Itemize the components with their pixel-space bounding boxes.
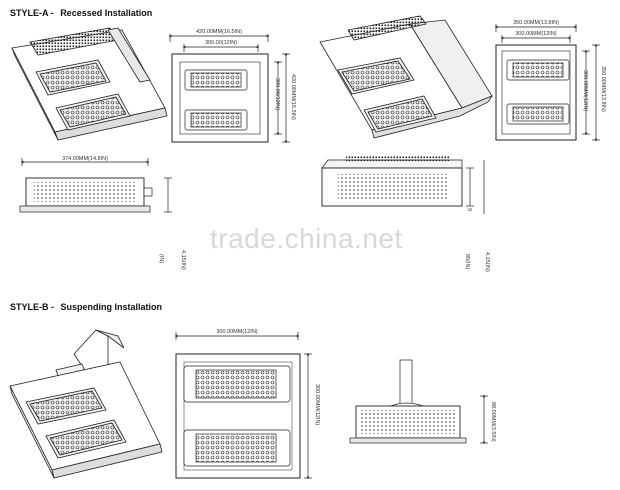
- a2-front-width-label: 350.00MM(13.8IN): [513, 20, 559, 26]
- a1-front-width-label: 420.00MM(16.5IN): [196, 29, 242, 35]
- style-b-fixture-front-view: [174, 332, 312, 480]
- a2-side-height-label-2: 85(IN): [464, 254, 470, 269]
- b-front-height-label: 300.00MM(12IN): [314, 384, 320, 425]
- a2-front-inner-height-label: 300.00MM(12IN): [582, 70, 588, 111]
- style-b-fixture-isometric: [9, 329, 163, 479]
- a1-front-inner-height-label: 300.00(12IN): [274, 78, 280, 110]
- a1-front-height-label: 420.00MM(16.5IN): [290, 74, 296, 120]
- a1-side-height-label-2: (IN): [158, 254, 164, 263]
- a2-front-inner-width-label: 300.00MM(12IN): [515, 31, 556, 37]
- style-a-heading: STYLE-A - Recessed Installation: [10, 8, 152, 18]
- a1-side-width-label: 374.00MM(14.8IN): [62, 156, 108, 162]
- style-b-heading: STYLE-B - Suspending Installation: [10, 302, 162, 312]
- a2-side-height-label-1: 4.15(IN): [484, 252, 490, 272]
- style-a-fixture-2-side-view: [321, 156, 485, 214]
- a2-side-height-label-3: 9: [466, 208, 472, 211]
- style-a-title: Recessed Installation: [60, 8, 153, 18]
- style-a-prefix: STYLE-A -: [10, 8, 54, 18]
- style-a-fixture-2-front-view: [494, 24, 600, 142]
- a1-side-height-label-1: 4.15(IN): [180, 250, 186, 270]
- style-a-fixture-1-isometric: [11, 27, 168, 141]
- style-a-fixture-2-isometric: [319, 15, 494, 139]
- style-b-prefix: STYLE-B -: [10, 302, 54, 312]
- b-side-height-label: 88.00MM(3.5IN): [490, 402, 496, 442]
- watermark: trade.china.net: [210, 223, 403, 254]
- b-front-width-label: 300.00MM(12IN): [216, 329, 257, 335]
- style-a-fixture-1-side-view: [19, 158, 172, 213]
- a2-front-height-label: 350.00MM(13.8IN): [600, 66, 606, 112]
- style-a-fixture-1-front-view: [168, 34, 290, 144]
- style-b-fixture-side-view: [349, 359, 488, 445]
- a1-front-inner-width-label: 300.00(12IN): [205, 40, 237, 46]
- style-b-title: Suspending Installation: [60, 302, 163, 312]
